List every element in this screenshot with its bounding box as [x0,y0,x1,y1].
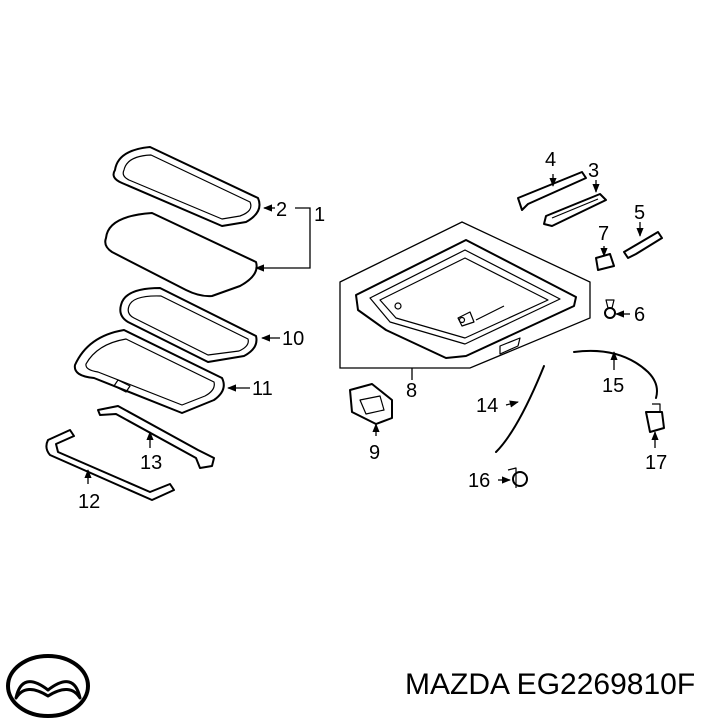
part-10-frame-seal [119,287,258,363]
part-13-deflector [97,405,215,469]
part-9-motor [349,383,393,425]
part-8-sunroof-frame [355,239,577,359]
callout-15: 15 [602,375,624,397]
callout-17: 17 [645,452,667,474]
part-number-label: MAZDA EG2269810F [405,668,696,701]
callout-16: 16 [468,470,490,492]
part-6-screw [604,299,616,319]
part-16-clamp [507,467,528,488]
callout-3: 3 [588,160,599,182]
callout-9: 9 [369,442,380,464]
part-3-rail-bracket [543,193,607,227]
part-15-drain-hose [573,349,658,399]
callout-4: 4 [545,149,556,171]
callout-12: 12 [78,491,100,513]
callout-14: 14 [476,395,498,417]
part-17-grommet [645,403,665,433]
part-7-block [595,253,615,271]
callout-10: 10 [282,328,304,350]
callout-5: 5 [634,202,645,224]
part-2-seal [112,146,261,227]
callout-7: 7 [598,223,609,245]
callout-8: 8 [406,380,417,402]
callout-6: 6 [634,304,645,326]
part-4-guide-rail [517,171,587,211]
part-1-glass-panel [104,212,258,298]
callout-2: 2 [276,199,287,221]
part-8-enclosure [339,221,591,369]
part-14-drain-hose [495,365,545,453]
callout-1: 1 [314,204,325,226]
part-12-trim [45,429,175,501]
callout-11: 11 [252,378,273,400]
callout-13: 13 [140,452,162,474]
part-5-clip [623,231,663,259]
mazda-logo-icon [6,654,90,718]
part-11-sunshade [73,329,225,414]
leader-lines [84,174,659,484]
